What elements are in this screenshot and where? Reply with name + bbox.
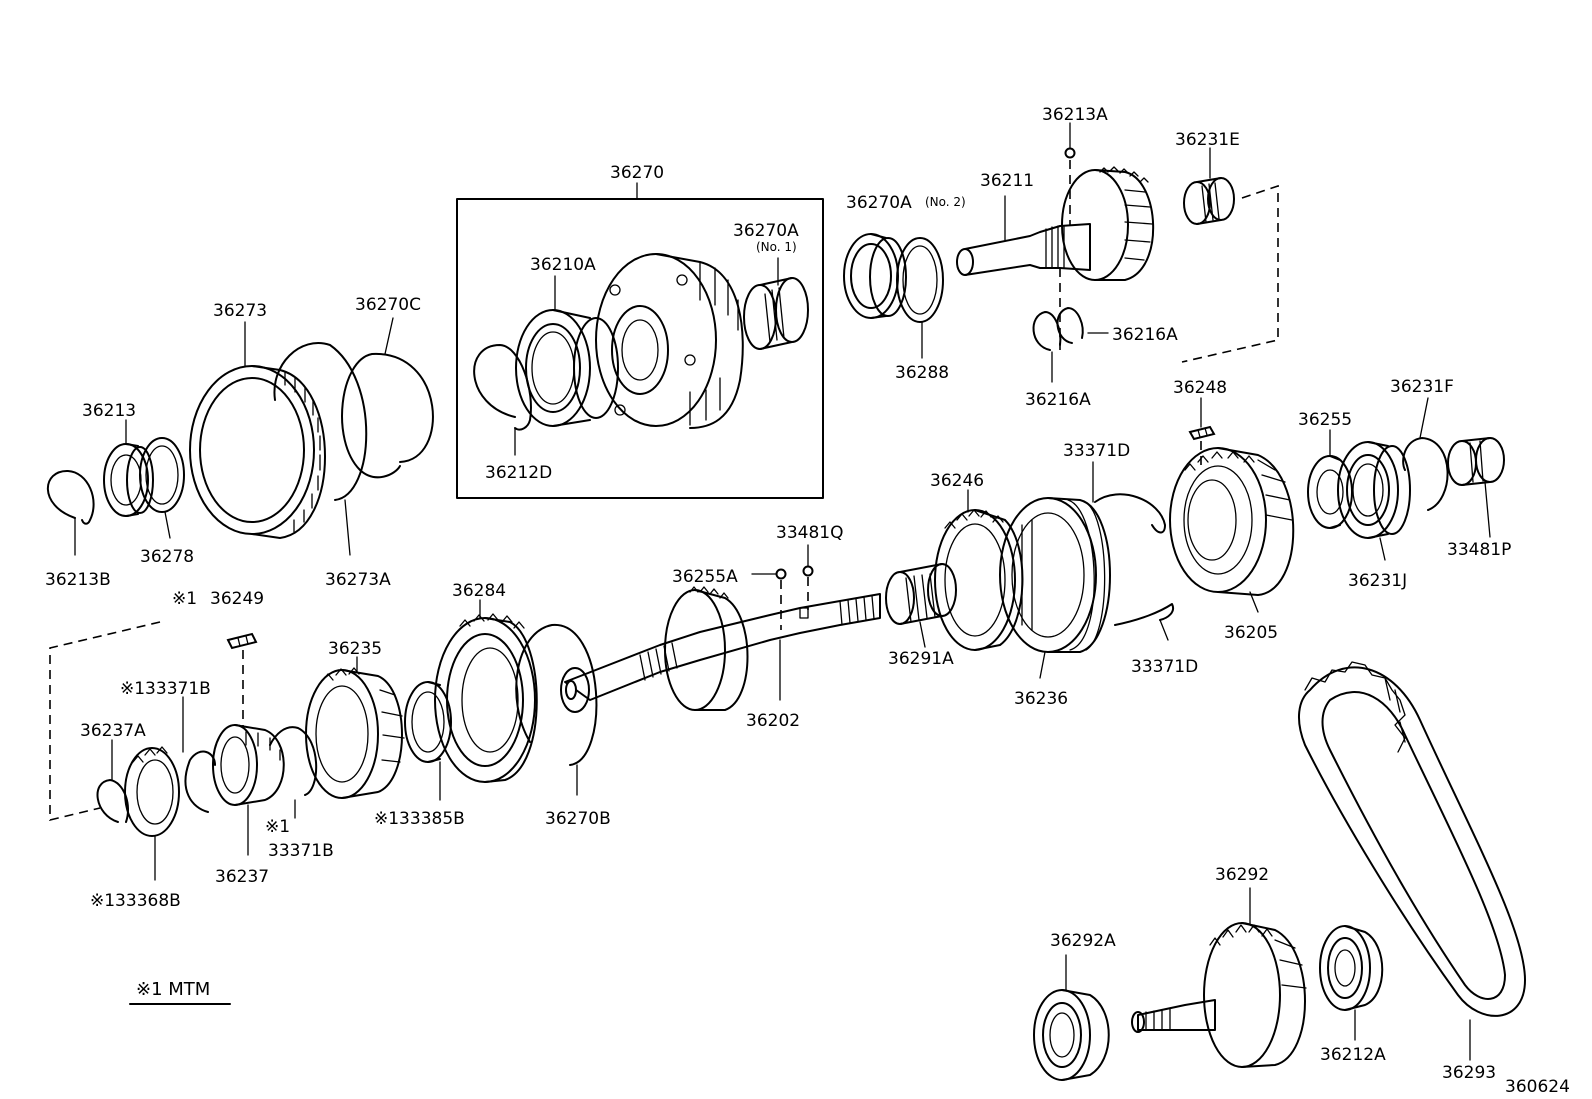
label-36237A: 36237A: [80, 721, 146, 741]
ball-36213A: [1064, 147, 1076, 159]
washer-36288: [896, 237, 944, 323]
label-36211: 36211: [980, 171, 1034, 191]
label-36288: 36288: [895, 363, 949, 383]
needle-bearing-36270A-no1: [743, 277, 809, 350]
snap-ring-36270B: [515, 623, 598, 766]
figure-id: 360624: [1505, 1077, 1570, 1097]
needle-bearing-36231E: [1183, 177, 1235, 225]
label-33371B-mark: ※1: [265, 817, 290, 837]
hub-36205: [1169, 447, 1295, 596]
sync-ring-33368B: [124, 746, 180, 837]
label-36212A: 36212A: [1320, 1045, 1386, 1065]
input-shaft-36202: [560, 586, 881, 713]
spring-33371B-lower: [184, 750, 216, 813]
label-33371B-top: ※133371B: [120, 679, 211, 699]
snap-ring-36216A-b: [1056, 307, 1084, 344]
planetary-carrier: [595, 253, 744, 429]
bearing-36231J: [1337, 441, 1411, 539]
label-36213A: 36213A: [1042, 105, 1108, 125]
snap-ring-36270C: [341, 352, 434, 479]
label-36246: 36246: [930, 471, 984, 491]
label-36292: 36292: [1215, 865, 1269, 885]
label-36273A: 36273A: [325, 570, 391, 590]
sleeve-36236: [999, 497, 1111, 653]
label-36291A: 36291A: [888, 649, 954, 669]
ball-33481Q: [802, 565, 814, 577]
label-36231J: 36231J: [1348, 571, 1407, 591]
snap-ring-36216A-a: [1032, 311, 1062, 351]
label-33368B: ※133368B: [90, 891, 181, 911]
sleeve-36237: [212, 724, 285, 806]
key-36248: [1188, 425, 1216, 441]
label-36213: 36213: [82, 401, 136, 421]
snap-ring-36212D: [473, 344, 532, 431]
snap-ring-36213B: [46, 469, 95, 525]
label-36212D: 36212D: [485, 463, 552, 483]
label-36255: 36255: [1298, 410, 1352, 430]
label-36273: 36273: [213, 301, 267, 321]
part-labels: 36270 36210A 36270A (No. 1) 36212D 36270…: [45, 105, 1570, 1097]
ring-gear-36273-group: [46, 342, 434, 539]
label-36216A-right: 36216A: [1112, 325, 1178, 345]
snap-ring-36231F: [1402, 437, 1449, 511]
legend-mtm: ※1 MTM: [136, 979, 210, 1000]
label-36205: 36205: [1224, 623, 1278, 643]
bearing-36292A: [1033, 989, 1110, 1081]
label-36216A-bottom: 36216A: [1025, 390, 1091, 410]
label-36235: 36235: [328, 639, 382, 659]
label-36292A: 36292A: [1050, 931, 1116, 951]
assembly-group-36270: [456, 182, 824, 499]
gear-36284: [434, 613, 538, 783]
washer-36255: [1307, 455, 1353, 529]
label-36293: 36293: [1442, 1063, 1496, 1083]
sprocket-36292: [1131, 922, 1307, 1068]
label-36270B: 36270B: [545, 809, 611, 829]
label-36270A-no1-note: (No. 1): [756, 240, 797, 254]
label-36270A-no1: 36270A: [733, 221, 799, 241]
output-shaft-36211-group: [843, 147, 1279, 363]
label-36249: 36249: [210, 589, 264, 609]
label-36255A: 36255A: [672, 567, 738, 587]
label-36270: 36270: [610, 163, 664, 183]
label-36270A-no2: 36270A: [846, 193, 912, 213]
label-133385B: ※133385B: [374, 809, 465, 829]
label-36231E: 36231E: [1175, 130, 1240, 150]
label-36202: 36202: [746, 711, 800, 731]
label-36270A-no2-note: (No. 2): [925, 195, 966, 209]
gear-36235: [305, 667, 405, 799]
label-36248: 36248: [1173, 378, 1227, 398]
leader-lines: [74, 122, 1491, 1061]
race-133385B: [404, 681, 452, 763]
spring-33371D-lower: [1114, 603, 1174, 626]
label-36237: 36237: [215, 867, 269, 887]
label-36278: 36278: [140, 547, 194, 567]
label-36270C: 36270C: [355, 295, 421, 315]
label-33371D-top: 33371D: [1063, 441, 1130, 461]
bearing-36212A: [1319, 925, 1384, 1011]
label-33371D-bottom: 33371D: [1131, 657, 1198, 677]
bearing-36210A: [515, 309, 619, 427]
snap-ring-36273A: [273, 342, 368, 501]
label-33481Q: 33481Q: [776, 523, 843, 543]
label-36284: 36284: [452, 581, 506, 601]
label-36213B: 36213B: [45, 570, 111, 590]
label-33371B-bottom: 33371B: [268, 841, 334, 861]
spring-33371D-upper: [1094, 493, 1166, 534]
ring-gear-36273: [189, 365, 326, 539]
ball-36255A: [775, 568, 787, 580]
label-36210A: 36210A: [530, 255, 596, 275]
label-33481P: 33481P: [1447, 540, 1511, 560]
snap-ring-36237A: [96, 779, 129, 823]
drive-chain-36293: [1298, 661, 1526, 1017]
key-36249: [226, 632, 258, 650]
label-36236: 36236: [1014, 689, 1068, 709]
label-36231F: 36231F: [1390, 377, 1454, 397]
washer-36278: [139, 437, 185, 513]
gear-36211: [1061, 166, 1155, 281]
spring-33371B-upper: [269, 726, 318, 796]
sleeve-33481P: [1447, 437, 1505, 486]
label-36249-mark: ※1: [172, 589, 197, 609]
